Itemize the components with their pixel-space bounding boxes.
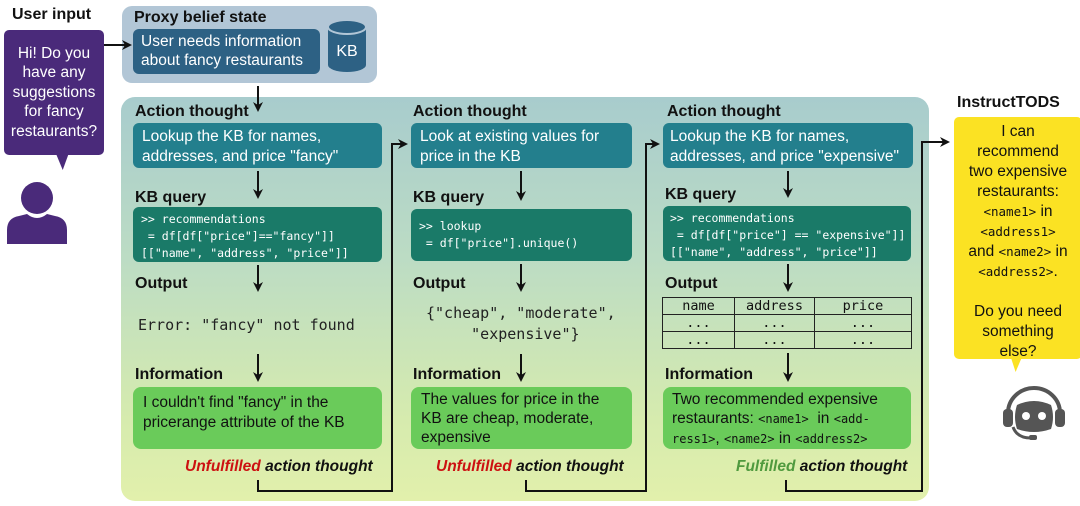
info-text-part: in	[774, 430, 796, 447]
step2-status-rest: action thought	[511, 458, 624, 475]
bot-response-text: I can recommend two expensive restaurants: <…	[954, 122, 1080, 362]
bot-response-bubble: I can recommend two expensive restaurants: <…	[954, 117, 1080, 362]
step3-information: Two recommended expensive restaurants: <…	[663, 387, 911, 449]
step1-query-heading: KB query	[135, 189, 207, 206]
bot-response-line: <address1>	[954, 222, 1080, 242]
step2-info-heading: Information	[413, 366, 501, 383]
step2-kb-query: >> lookup = df["price"].unique()	[411, 209, 632, 261]
bot-response-line: Do you need	[954, 302, 1080, 322]
bot-text: in	[1051, 243, 1068, 260]
step2-action-heading: Action thought	[413, 103, 527, 120]
info-placeholder: <address2>	[795, 432, 868, 446]
bot-text: two expensive	[968, 163, 1068, 180]
step1-status: Unfulfilled action thought	[185, 458, 373, 476]
bot-response-line: something	[954, 322, 1080, 342]
step2-info-text: The values for price in the KB are cheap…	[421, 391, 600, 446]
step3-kb-query: >> recommendations = df[df["price"] == "…	[663, 206, 911, 261]
step1-action-thought: Lookup the KB for names, addresses, and …	[133, 123, 382, 168]
step3-action-thought: Lookup the KB for names, addresses, and …	[663, 123, 913, 168]
step1-output-heading: Output	[135, 275, 188, 292]
table-cell: ...	[662, 331, 735, 349]
table-cell: ...	[814, 331, 912, 349]
table-cell: ...	[814, 314, 912, 332]
table-header-cell: name	[662, 297, 735, 315]
user-message-bubble: Hi! Do you have any suggestions for fanc…	[4, 30, 104, 155]
step2-output: {"cheap", "moderate", "expensive"}	[426, 304, 616, 343]
robot-headset-icon	[1003, 386, 1065, 440]
bot-response-line: I can	[954, 122, 1080, 142]
bot-text: I can	[1001, 123, 1035, 140]
step3-query-heading: KB query	[665, 186, 737, 203]
user-icon	[7, 182, 67, 244]
info-placeholder: <name1>	[758, 412, 809, 426]
step3-action-heading: Action thought	[667, 103, 781, 120]
table-header-row: name address price	[662, 297, 912, 315]
bot-response-line	[954, 282, 1080, 302]
table-row: ... ... ...	[662, 314, 912, 332]
step1-status-rest: action thought	[260, 458, 373, 475]
user-input-label: User input	[12, 6, 92, 23]
bot-text: recommend	[977, 143, 1059, 160]
bot-placeholder: <name2>	[998, 244, 1052, 259]
step1-action-heading: Action thought	[135, 103, 249, 120]
belief-state-text: User needs information about fancy resta…	[141, 33, 303, 69]
step2-status-word: Unfulfilled	[436, 458, 512, 475]
bot-label: InstructTODS	[957, 94, 1060, 111]
bot-text: restaurants:	[977, 183, 1059, 200]
step3-info-heading: Information	[665, 366, 753, 383]
step3-action-text: Lookup the KB for names, addresses, and …	[670, 128, 899, 165]
bot-text: .	[1053, 263, 1058, 280]
step1-info-heading: Information	[135, 366, 223, 383]
table-row: ... ... ...	[662, 331, 912, 349]
belief-state-box: User needs information about fancy resta…	[133, 29, 320, 74]
user-message-text: Hi! Do you have any suggestions for fanc…	[10, 44, 98, 140]
step3-output-heading: Output	[665, 275, 718, 292]
bot-text: in	[1036, 203, 1053, 220]
kb-label: KB	[336, 43, 357, 60]
step2-status: Unfulfilled action thought	[436, 458, 624, 476]
step1-action-text: Lookup the KB for names, addresses, and …	[142, 128, 339, 165]
bot-text: Do you need	[974, 303, 1062, 320]
table-cell: ...	[734, 331, 815, 349]
step1-info-text: I couldn't find "fancy" in the pricerang…	[143, 394, 345, 431]
step3-status-rest: action thought	[795, 458, 908, 475]
table-header-cell: address	[734, 297, 815, 315]
step3-info-text: Two recommended expensive restaurants: <…	[672, 390, 912, 449]
bot-response-line: <name1> in	[954, 202, 1080, 222]
bot-response-line: two expensive	[954, 162, 1080, 182]
bot-text: and	[968, 243, 999, 260]
database-icon: KB	[327, 18, 367, 73]
bot-response-line: recommend	[954, 142, 1080, 162]
bot-response-line: else?	[954, 342, 1080, 362]
bot-response-line: and <name2> in	[954, 242, 1080, 262]
step2-action-text: Look at existing values for price in the…	[420, 128, 600, 165]
bot-placeholder: <address1>	[980, 224, 1056, 239]
step3-status-word: Fulfilled	[736, 458, 796, 475]
table-cell: ...	[734, 314, 815, 332]
bot-text: something	[982, 323, 1054, 340]
step1-information: I couldn't find "fancy" in the pricerang…	[133, 387, 382, 449]
step3-status: Fulfilled action thought	[736, 458, 907, 476]
bot-placeholder: <name1>	[983, 204, 1037, 219]
bot-response-line: <address2>.	[954, 262, 1080, 282]
step1-output: Error: "fancy" not found	[138, 316, 355, 334]
step2-query-heading: KB query	[413, 189, 485, 206]
info-text-part: in	[808, 410, 834, 427]
info-placeholder: <name2>	[723, 432, 775, 446]
table-cell: ...	[662, 314, 735, 332]
step1-kb-query: >> recommendations = df[df["price"]=="fa…	[133, 207, 382, 262]
table-header-cell: price	[814, 297, 912, 315]
proxy-belief-title: Proxy belief state	[134, 9, 267, 26]
step2-action-thought: Look at existing values for price in the…	[411, 123, 632, 168]
bot-placeholder: <address2>	[978, 264, 1054, 279]
step2-output-heading: Output	[413, 275, 466, 292]
info-text-part: ,	[715, 430, 724, 447]
step1-status-word: Unfulfilled	[185, 458, 261, 475]
bot-text: else?	[999, 343, 1037, 360]
bot-response-line: restaurants:	[954, 182, 1080, 202]
step3-output-table: name address price ... ... ... ... ... .…	[662, 297, 912, 349]
step2-information: The values for price in the KB are cheap…	[411, 387, 632, 449]
